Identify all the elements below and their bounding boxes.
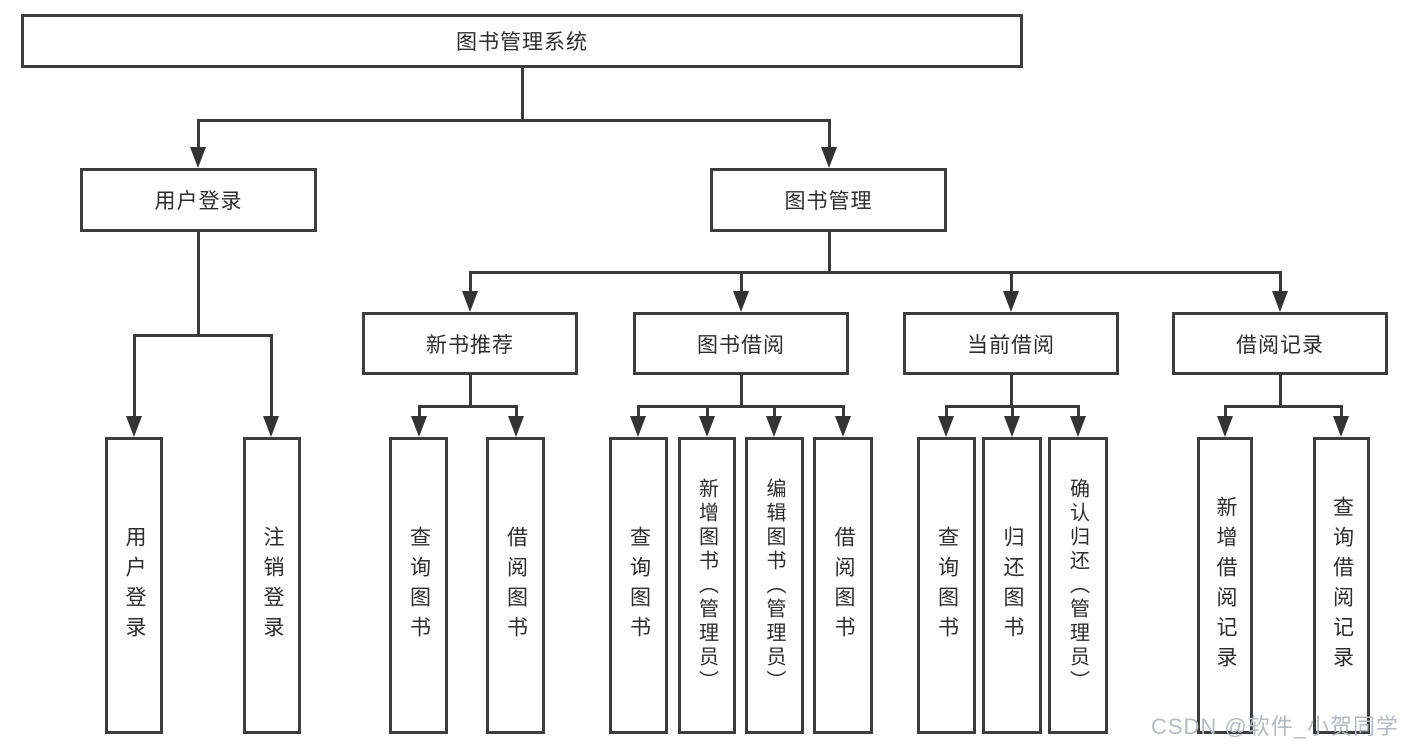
connector-line bbox=[740, 375, 743, 408]
leaf-borrow-books: 借阅图书 bbox=[813, 437, 873, 734]
arrowhead-down-icon bbox=[508, 416, 524, 437]
arrowhead-down-icon bbox=[1272, 291, 1288, 312]
connector-line bbox=[706, 405, 709, 419]
arrowhead-down-icon bbox=[1004, 416, 1020, 437]
connector-line bbox=[521, 68, 524, 119]
connector-line bbox=[133, 334, 136, 417]
connector-line bbox=[740, 271, 743, 293]
arrowhead-down-icon bbox=[126, 416, 142, 437]
leaf-query-books: 查询图书 bbox=[609, 437, 668, 734]
connector-line bbox=[133, 334, 272, 337]
connector-line bbox=[1011, 405, 1014, 419]
connector-line bbox=[469, 375, 472, 408]
connector-line bbox=[1224, 405, 1227, 419]
node-borrow-record: 借阅记录 bbox=[1172, 312, 1388, 375]
leaf-logout: 注销登录 bbox=[243, 437, 301, 734]
connector-line bbox=[469, 271, 1281, 274]
arrowhead-down-icon bbox=[263, 416, 279, 437]
connector-line bbox=[270, 334, 273, 417]
arrowhead-down-icon bbox=[1003, 291, 1019, 312]
arrowhead-down-icon bbox=[190, 147, 206, 168]
connector-line bbox=[418, 405, 518, 408]
node-book-borrow: 图书借阅 bbox=[633, 312, 849, 375]
node-library-system: 图书管理系统 bbox=[21, 14, 1023, 68]
connector-line bbox=[1279, 271, 1282, 293]
connector-line bbox=[515, 405, 518, 419]
connector-line bbox=[1224, 405, 1342, 408]
connector-line bbox=[197, 119, 200, 149]
node-current-borrow: 当前借阅 bbox=[903, 312, 1119, 375]
connector-line bbox=[418, 405, 421, 419]
node-book-management: 图书管理 bbox=[710, 168, 947, 232]
leaf-borrow-books: 借阅图书 bbox=[486, 437, 545, 734]
leaf-add-books-admin: 新增图书（管理员） bbox=[678, 437, 736, 734]
connector-line bbox=[197, 119, 831, 122]
connector-line bbox=[773, 405, 776, 419]
connector-line bbox=[1077, 405, 1080, 419]
arrowhead-down-icon bbox=[835, 416, 851, 437]
arrowhead-down-icon bbox=[1070, 416, 1086, 437]
arrowhead-down-icon bbox=[938, 416, 954, 437]
csdn-watermark: CSDN @软件_小贺同学 bbox=[1150, 714, 1399, 739]
leaf-confirm-return-admin: 确认归还（管理员） bbox=[1048, 437, 1108, 734]
node-new-book-recommend: 新书推荐 bbox=[362, 312, 578, 375]
connector-line bbox=[828, 119, 831, 149]
arrowhead-down-icon bbox=[699, 416, 715, 437]
connector-line bbox=[828, 232, 831, 274]
arrowhead-down-icon bbox=[1333, 416, 1349, 437]
arrowhead-down-icon bbox=[733, 291, 749, 312]
node-user-login: 用户登录 bbox=[80, 168, 317, 232]
leaf-edit-books-admin: 编辑图书（管理员） bbox=[745, 437, 804, 734]
arrowhead-down-icon bbox=[411, 416, 427, 437]
leaf-query-books: 查询图书 bbox=[389, 437, 448, 734]
connector-line bbox=[469, 271, 472, 293]
connector-line bbox=[945, 405, 948, 419]
arrowhead-down-icon bbox=[821, 147, 837, 168]
arrowhead-down-icon bbox=[766, 416, 782, 437]
connector-line bbox=[1010, 271, 1013, 293]
connector-line bbox=[637, 405, 640, 419]
leaf-query-borrow-record: 查询借阅记录 bbox=[1313, 437, 1370, 734]
arrowhead-down-icon bbox=[462, 291, 478, 312]
connector-line bbox=[1279, 375, 1282, 408]
connector-line bbox=[842, 405, 845, 419]
connector-line bbox=[197, 232, 200, 337]
leaf-user-login: 用户登录 bbox=[105, 437, 163, 734]
connector-line bbox=[1010, 375, 1013, 408]
connector-line bbox=[637, 405, 844, 408]
connector-line bbox=[1340, 405, 1343, 419]
arrowhead-down-icon bbox=[630, 416, 646, 437]
leaf-add-borrow-record: 新增借阅记录 bbox=[1197, 437, 1253, 734]
leaf-query-books: 查询图书 bbox=[917, 437, 976, 734]
arrowhead-down-icon bbox=[1217, 416, 1233, 437]
leaf-return-books: 归还图书 bbox=[982, 437, 1042, 734]
